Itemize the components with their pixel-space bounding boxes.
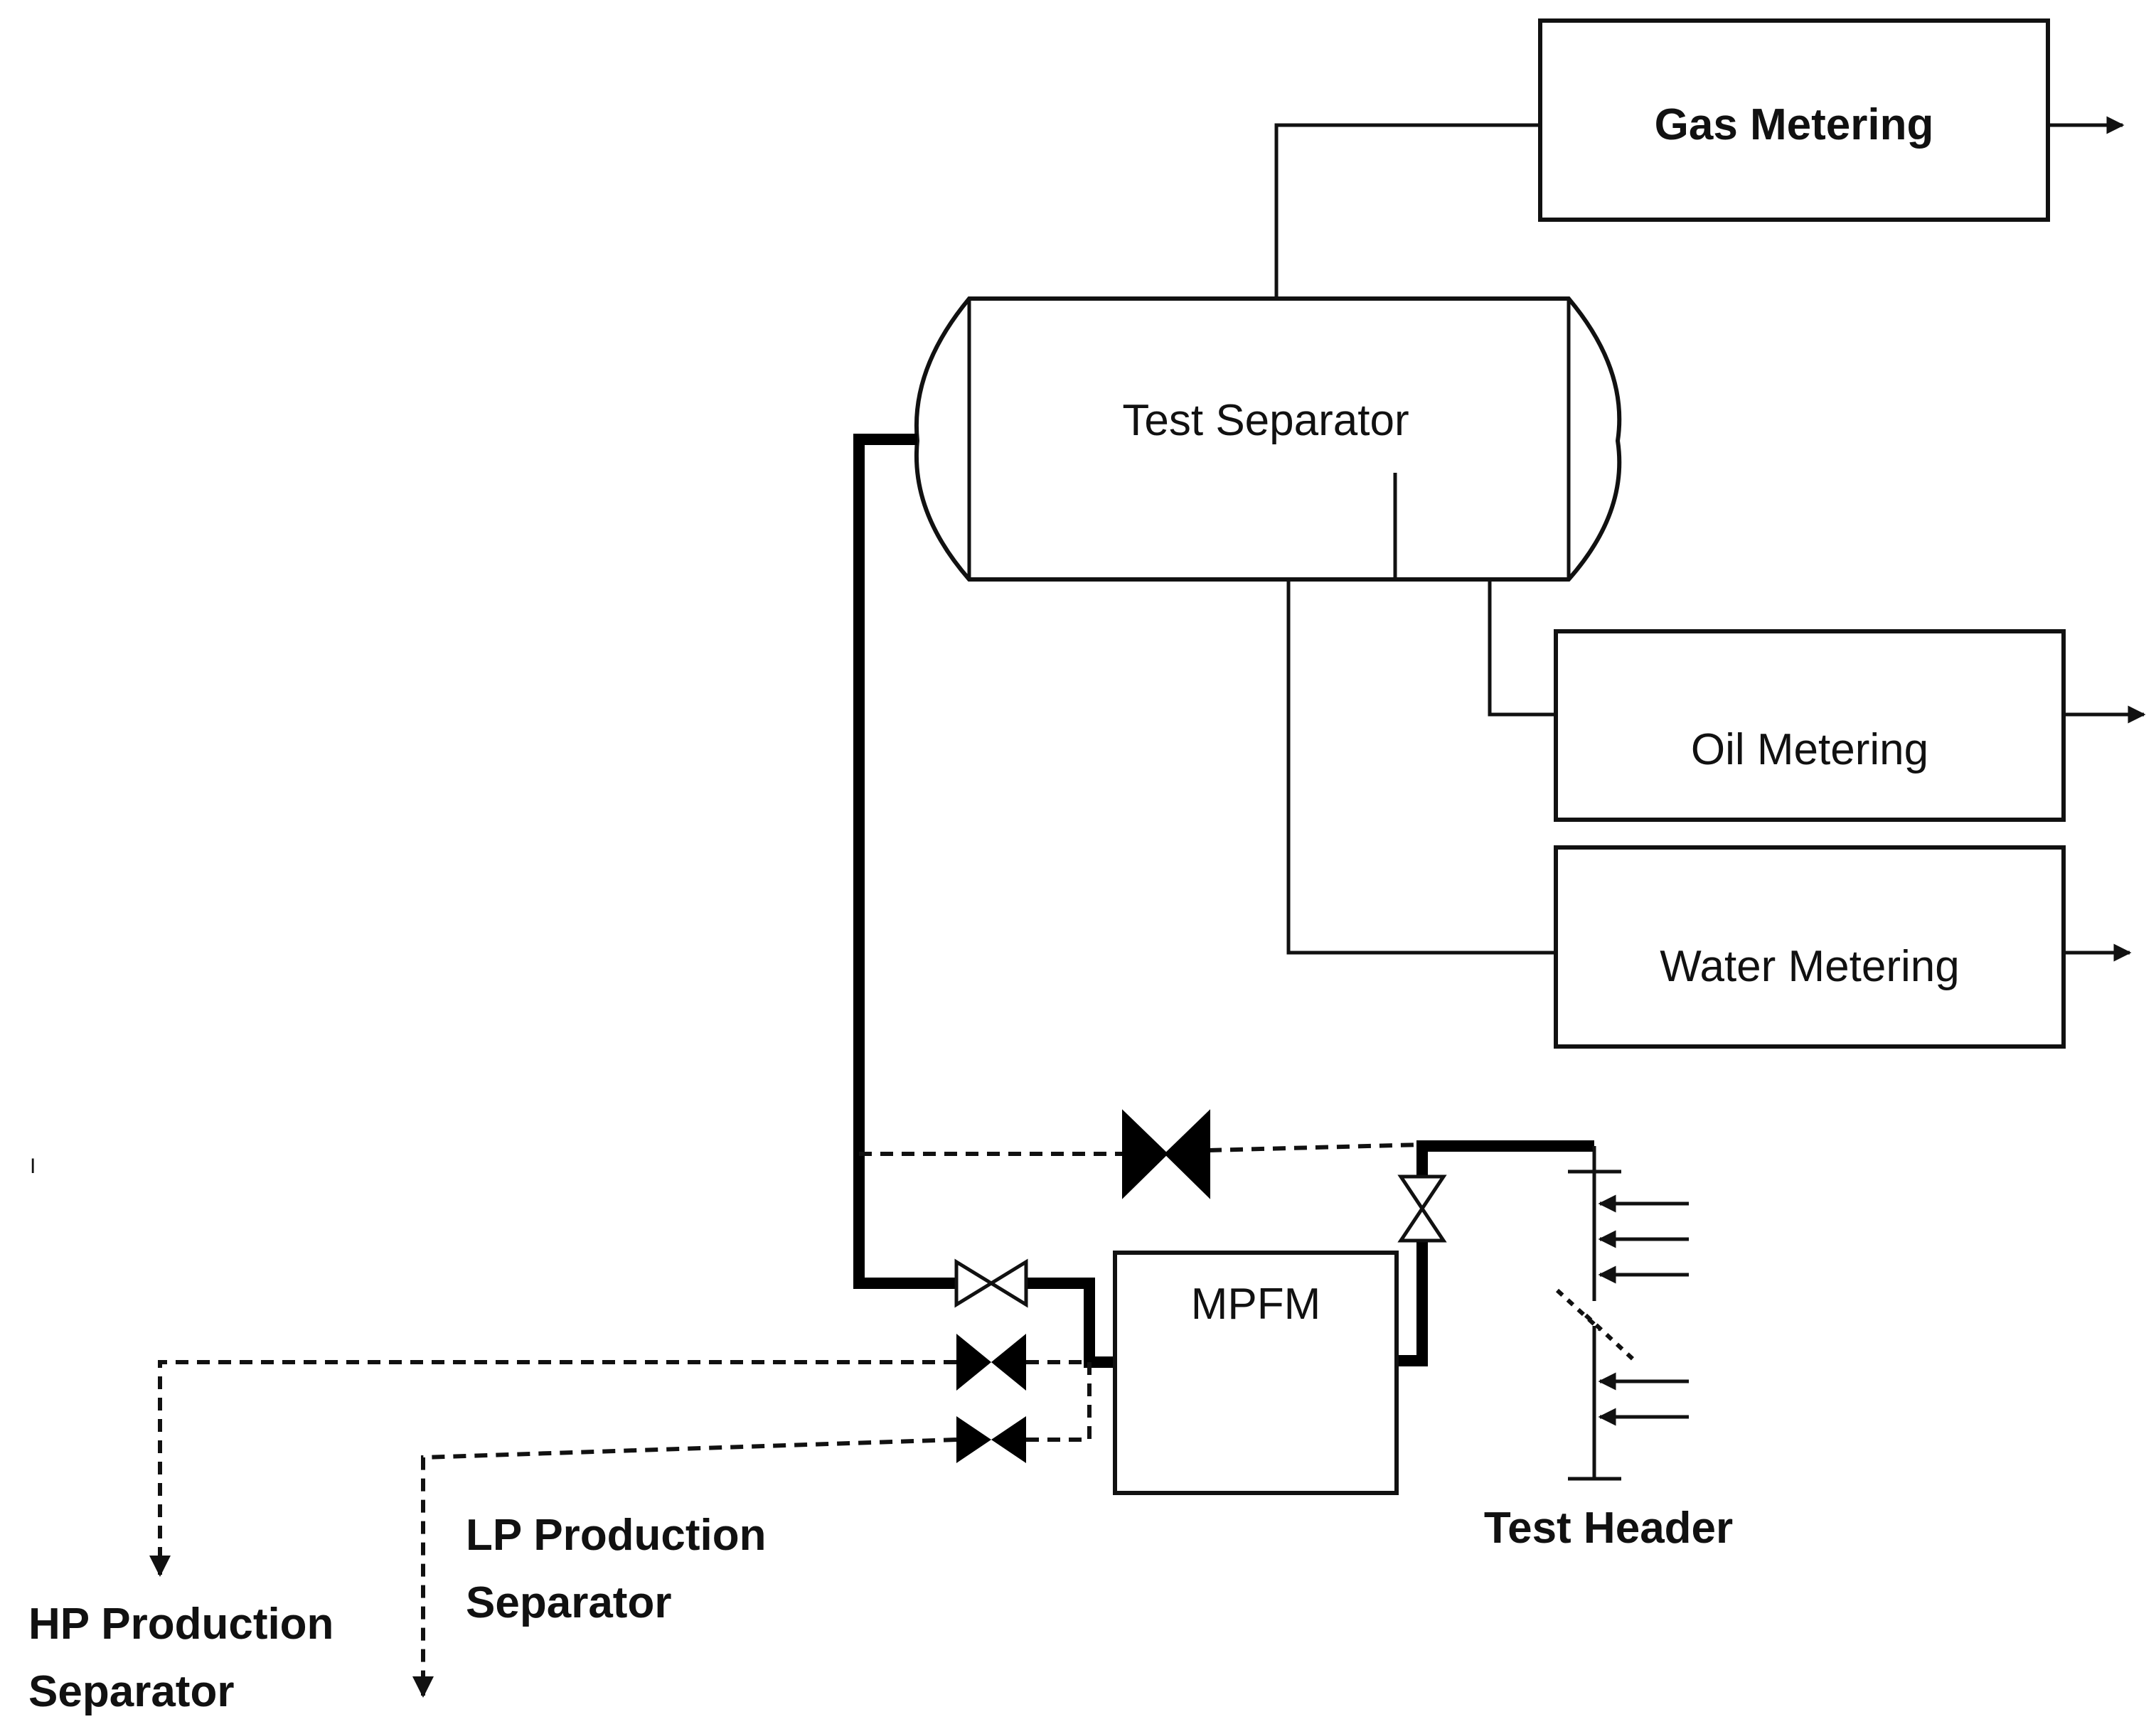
valve-closed-icon <box>1122 1109 1210 1199</box>
header-valve-open[interactable] <box>1397 1174 1447 1243</box>
mpfm-label: MPFM <box>1191 1280 1321 1329</box>
header-break-mark <box>1584 1313 1638 1364</box>
hp-label-line1: HP Production <box>28 1600 333 1649</box>
gas-metering-unit[interactable]: Gas Metering <box>1538 18 2050 222</box>
hp-production-line <box>149 1360 956 1577</box>
lp-valve-closed[interactable] <box>956 1416 1026 1463</box>
valve-open-icon <box>954 1258 1028 1308</box>
inlet-valve-open[interactable] <box>954 1258 1028 1308</box>
water-metering-unit[interactable]: Water Metering <box>1554 845 2066 1049</box>
oil-metering-label: Oil Metering <box>1691 725 1928 774</box>
water-line <box>1286 579 1556 955</box>
water-metering-label: Water Metering <box>1660 942 1960 991</box>
header-break-mark <box>1555 1288 1602 1332</box>
valve-closed-icon <box>956 1416 1026 1463</box>
test-separator-vessel[interactable]: Test Separator <box>914 296 1622 582</box>
gas-metering-label: Gas Metering <box>1655 100 1934 149</box>
valve-open-icon <box>1397 1174 1447 1243</box>
oil-metering-box[interactable] <box>1554 629 2066 822</box>
lp-label-line2: Separator <box>466 1578 671 1627</box>
oil-line <box>1488 579 1556 717</box>
lp-production-line <box>412 1438 957 1698</box>
valve-closed-icon <box>956 1334 1026 1391</box>
mpfm-box[interactable] <box>1113 1251 1399 1495</box>
mpfm-unit[interactable]: MPFM <box>1113 1251 1399 1495</box>
hp-label-line2: Separator <box>28 1667 234 1716</box>
bypass-line-right <box>1208 1142 1423 1152</box>
test-header[interactable]: Test Header <box>1484 1146 1733 1553</box>
separator-inlet-pipe <box>853 434 956 1289</box>
lp-branch-link <box>1026 1362 1092 1442</box>
bypass-valve-closed[interactable] <box>1122 1109 1210 1199</box>
gas-metering-box[interactable] <box>1538 18 2050 222</box>
mpfm-inlet-pipe <box>1397 1241 1428 1366</box>
stray-mark: I <box>30 1155 36 1178</box>
header-outlet-pipe <box>1416 1140 1594 1177</box>
test-separator-label: Test Separator <box>1122 396 1409 445</box>
test-header-label: Test Header <box>1484 1504 1733 1553</box>
hp-valve-closed[interactable] <box>956 1334 1026 1391</box>
lp-label-line1: LP Production <box>466 1511 767 1560</box>
mpfm-outlet-pipe <box>1026 1278 1113 1368</box>
oil-metering-unit[interactable]: Oil Metering <box>1554 629 2066 822</box>
gas-line <box>1274 123 1540 299</box>
water-metering-box[interactable] <box>1554 845 2066 1049</box>
